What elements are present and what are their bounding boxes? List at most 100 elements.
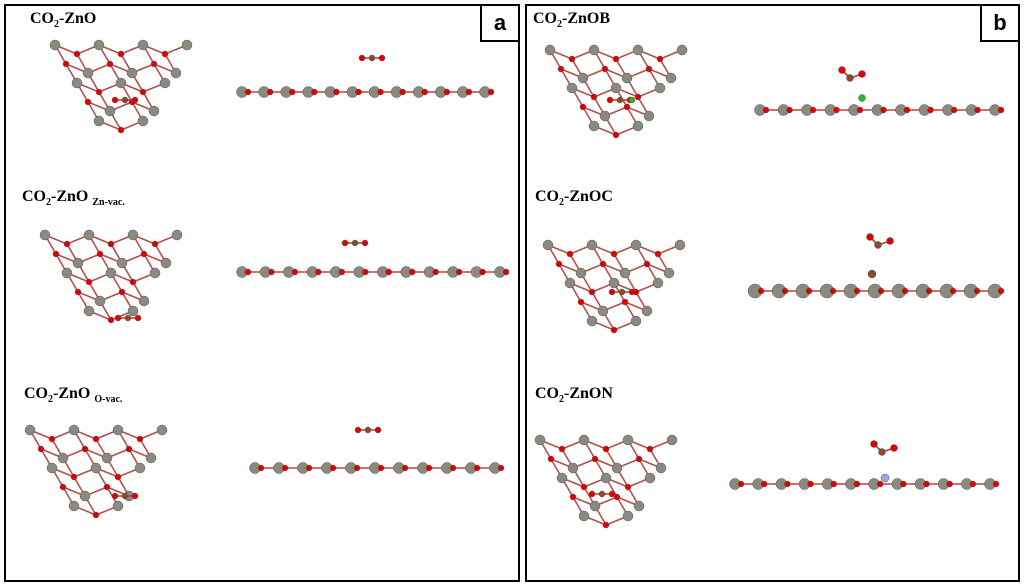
- zn-atom: [611, 462, 623, 474]
- zn-atom: [621, 72, 633, 84]
- o-atom-side: [853, 480, 861, 488]
- o-atom: [568, 55, 576, 63]
- zn-atom: [622, 510, 634, 522]
- o-atom: [81, 445, 89, 453]
- co2-c: [598, 490, 606, 498]
- o-atom: [106, 60, 114, 68]
- zn-atom: [149, 267, 161, 279]
- o-atom-side: [877, 287, 885, 295]
- o-atom: [610, 326, 618, 334]
- o-atom: [654, 250, 662, 258]
- o-atom: [151, 240, 159, 248]
- panel-b-tag: b: [980, 6, 1018, 42]
- zn-atom: [57, 452, 69, 464]
- co2-o: [588, 490, 596, 498]
- zn-atom: [83, 305, 95, 317]
- zn-atom: [588, 44, 600, 56]
- o-atom-side: [244, 88, 252, 96]
- o-atom-side: [408, 268, 416, 276]
- o-atom-side: [786, 106, 793, 114]
- o-atom-side: [353, 464, 361, 472]
- o-atom-side: [997, 287, 1005, 295]
- o-atom-side: [973, 287, 981, 295]
- o-atom-side: [449, 464, 457, 472]
- zn-atom: [134, 462, 146, 474]
- zn-atom: [46, 462, 58, 474]
- zn-atom: [542, 239, 554, 251]
- o-atom-side: [950, 106, 958, 114]
- o-atom-side: [923, 480, 930, 488]
- zn-atom: [599, 110, 611, 122]
- label-co2-znob: CO2-ZnOB: [533, 10, 611, 31]
- o-atom: [601, 65, 609, 73]
- zn-atom: [112, 500, 124, 512]
- o-atom-side: [853, 287, 861, 295]
- zn-atom: [137, 115, 149, 127]
- co2-o: [111, 492, 119, 500]
- o-atom: [602, 445, 610, 453]
- o-atom: [103, 483, 111, 491]
- o-atom: [84, 98, 92, 106]
- o-atom: [118, 288, 126, 296]
- o-atom: [569, 493, 577, 501]
- zn-atom: [112, 424, 124, 436]
- zn-atom: [633, 500, 645, 512]
- o-atom: [555, 260, 563, 268]
- zn-atom: [630, 239, 642, 251]
- zn-atom: [619, 267, 631, 279]
- zn-atom: [630, 315, 642, 327]
- o-atom: [125, 445, 133, 453]
- co2-o: [858, 70, 866, 78]
- o-atom: [85, 278, 93, 286]
- zn-atom: [101, 452, 113, 464]
- zn-atom: [622, 434, 634, 446]
- zn-atom: [589, 500, 601, 512]
- label-co2-znon: CO2-ZnON: [535, 385, 613, 406]
- co2-c: [368, 54, 376, 62]
- o-atom: [117, 50, 125, 58]
- co2-o: [838, 66, 846, 74]
- o-atom-side: [385, 268, 392, 276]
- co2-o: [131, 96, 139, 104]
- o-atom-side: [465, 88, 473, 96]
- zn-atom: [566, 82, 578, 94]
- co2-c: [121, 492, 129, 500]
- zn-atom: [156, 424, 168, 436]
- o-atom: [73, 50, 81, 58]
- co2-o: [114, 314, 122, 322]
- zn-atom: [181, 39, 193, 51]
- o-atom: [566, 250, 574, 258]
- panel-a-tag: a: [480, 6, 518, 42]
- zn-atom: [68, 424, 80, 436]
- label-co2-zno: CO2-ZnO: [30, 10, 97, 31]
- o-atom-side: [377, 464, 385, 472]
- o-atom: [63, 240, 71, 248]
- o-atom-side: [900, 480, 907, 488]
- o-atom: [602, 521, 610, 529]
- co2-o: [628, 288, 636, 296]
- zn-atom: [652, 277, 664, 289]
- co2-c: [616, 96, 624, 104]
- o-atom-side: [809, 106, 817, 114]
- o-atom: [52, 250, 60, 258]
- o-atom-side: [762, 106, 770, 114]
- o-atom-side: [876, 480, 884, 488]
- o-atom: [150, 60, 158, 68]
- co2-o: [886, 237, 894, 245]
- co2-o: [131, 492, 139, 500]
- zn-atom: [556, 472, 568, 484]
- zn-atom: [586, 315, 598, 327]
- o-atom-side: [333, 88, 340, 96]
- zn-atom: [93, 39, 105, 51]
- o-atom-side: [487, 88, 495, 96]
- label-co2-zno-o-vac: CO2-ZnO O-vac.: [24, 385, 123, 406]
- co2-o: [341, 239, 349, 247]
- label-co2-znoc: CO2-ZnOC: [535, 188, 613, 209]
- o-atom: [610, 250, 618, 258]
- zn-atom: [93, 115, 105, 127]
- o-atom-side: [946, 480, 953, 488]
- co2-o: [358, 54, 366, 62]
- zn-atom: [663, 267, 675, 279]
- o-atom-side: [502, 268, 510, 276]
- co2-o: [354, 426, 362, 434]
